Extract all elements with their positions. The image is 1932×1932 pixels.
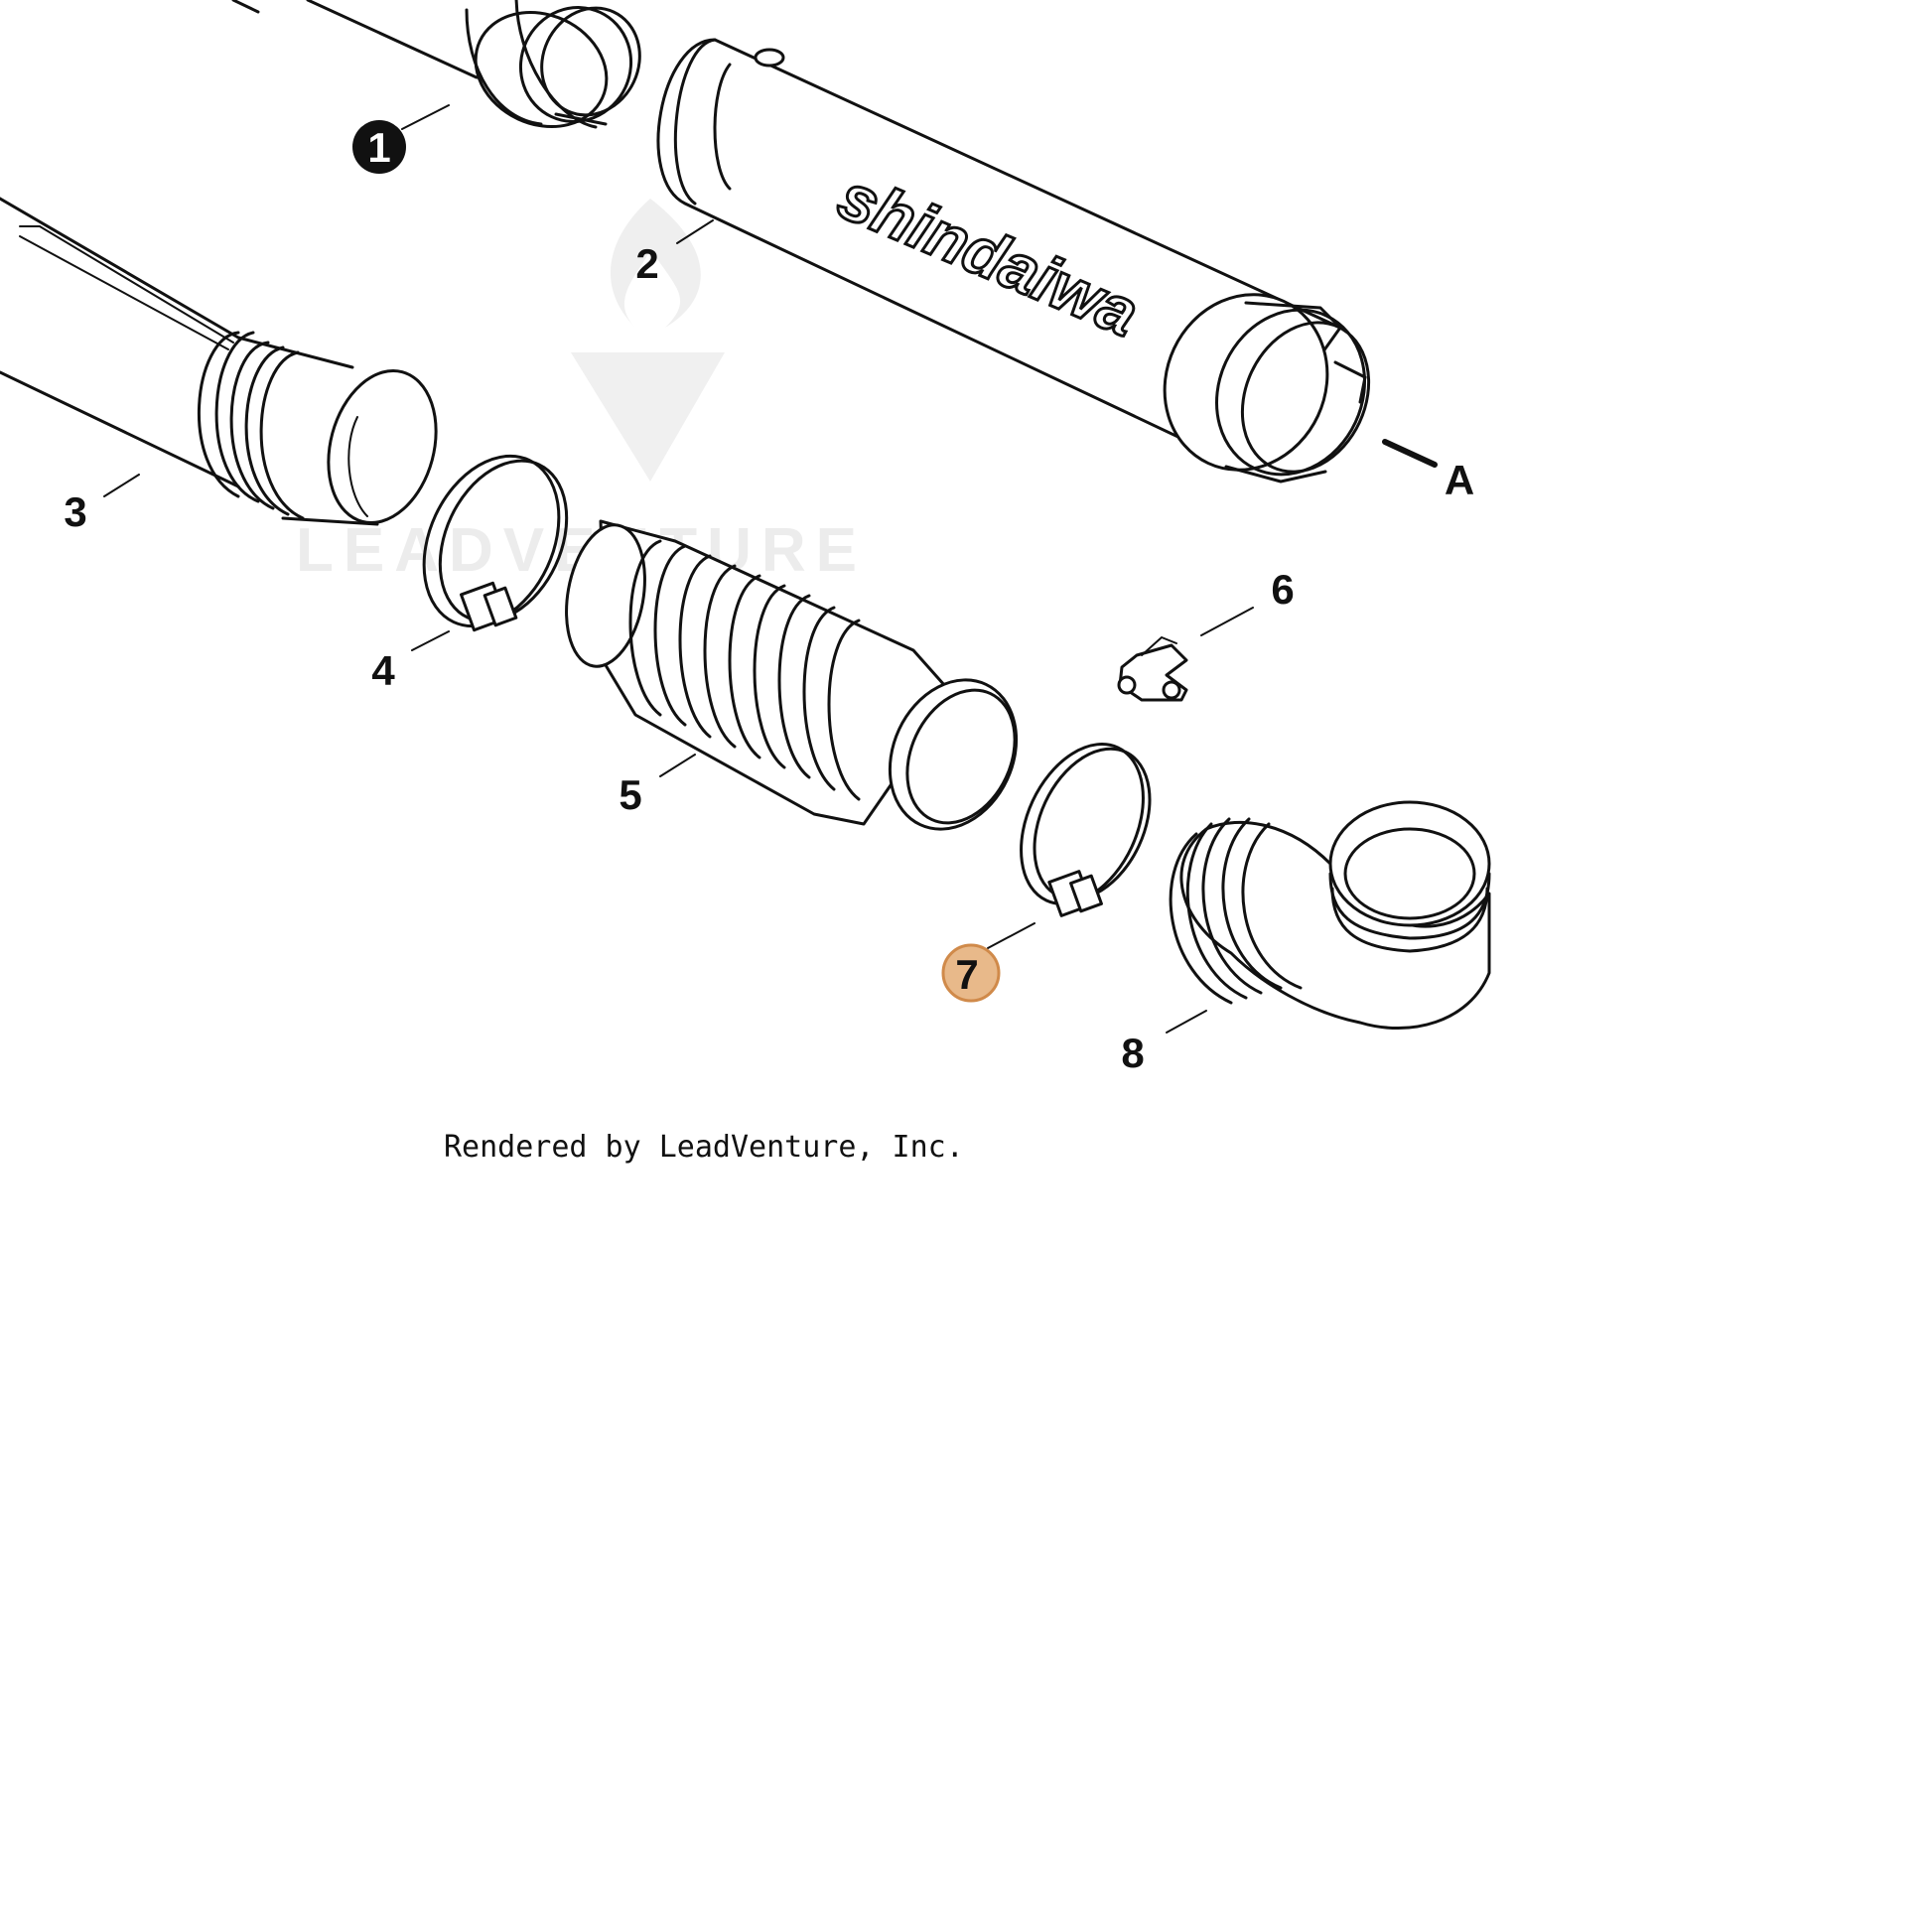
- callout-6-label[interactable]: 6: [1271, 566, 1294, 613]
- callout-1[interactable]: 1: [352, 120, 406, 174]
- callout-5-label[interactable]: 5: [619, 771, 641, 818]
- callout-7[interactable]: 7: [941, 943, 1001, 1003]
- callout-8-label[interactable]: 8: [1121, 1030, 1144, 1076]
- watermark-v-icon: [571, 352, 725, 482]
- part-6-clip[interactable]: [1117, 635, 1188, 702]
- callout-1-label: 1: [367, 124, 390, 171]
- part-7-clamp[interactable]: [997, 725, 1173, 924]
- leader-lines: [103, 104, 1438, 1034]
- callout-4-label[interactable]: 4: [371, 647, 395, 694]
- watermark-flame-icon: [610, 199, 701, 328]
- part-8-elbow[interactable]: [1169, 800, 1491, 1031]
- callout-7-highlight: [941, 943, 1001, 1003]
- callout-7-label: 7: [955, 951, 978, 998]
- part-3-tube[interactable]: [0, 197, 452, 535]
- part-1-tube[interactable]: [231, 0, 657, 148]
- part-2-tube[interactable]: shindaiwa: [656, 38, 1392, 498]
- callout-1-badge: [352, 120, 406, 174]
- watermark: LEADVENTURE: [296, 199, 857, 585]
- credit-text: Rendered by LeadVenture, Inc.: [444, 1130, 964, 1165]
- part-4-clamp[interactable]: [398, 434, 592, 648]
- callout-a-label[interactable]: A: [1445, 457, 1474, 503]
- callout-2-label[interactable]: 2: [635, 240, 658, 287]
- part-5-bellows[interactable]: [556, 518, 1039, 850]
- callout-3-label[interactable]: 3: [64, 488, 86, 535]
